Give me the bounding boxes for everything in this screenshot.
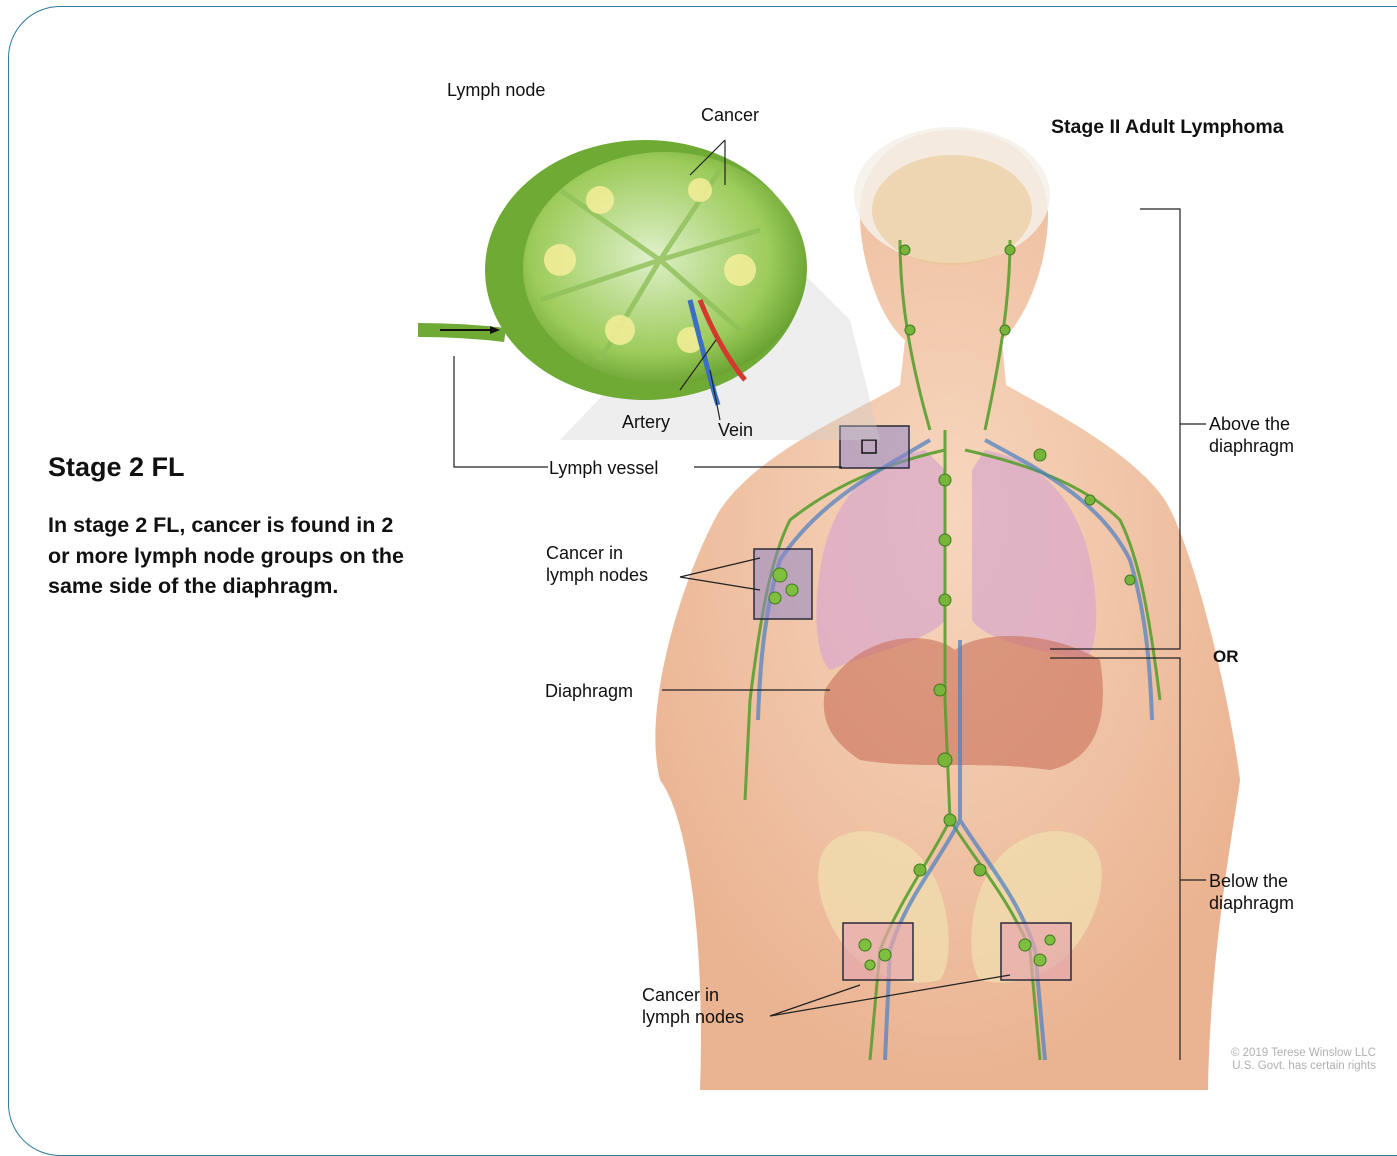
figure-title: Stage II Adult Lymphoma — [1051, 116, 1284, 139]
node-box-pelvis-left — [843, 923, 913, 980]
lymph-node-inset — [418, 140, 880, 440]
label-diaphragm: Diaphragm — [545, 680, 633, 702]
diaphragm-organs — [824, 636, 1103, 770]
label-cancer-in-lymph-nodes-upper: Cancer in lymph nodes — [546, 542, 648, 586]
label-above-diaphragm: Above the diaphragm — [1209, 413, 1294, 457]
copyright-notice: © 2019 Terese Winslow LLC U.S. Govt. has… — [1196, 1047, 1376, 1073]
node-box-pelvis-right — [1001, 923, 1071, 980]
label-lymph-vessel: Lymph vessel — [549, 457, 658, 479]
label-artery: Artery — [622, 411, 670, 433]
label-cancer-in-lymph-nodes-lower: Cancer in lymph nodes — [642, 984, 744, 1028]
lymphoma-illustration — [0, 0, 1397, 1090]
node-box-axilla — [754, 549, 812, 619]
label-below-diaphragm: Below the diaphragm — [1209, 870, 1294, 914]
label-cancer: Cancer — [701, 104, 759, 126]
label-lymph-node: Lymph node — [447, 79, 545, 101]
label-or: OR — [1213, 647, 1239, 667]
label-vein: Vein — [718, 419, 753, 441]
